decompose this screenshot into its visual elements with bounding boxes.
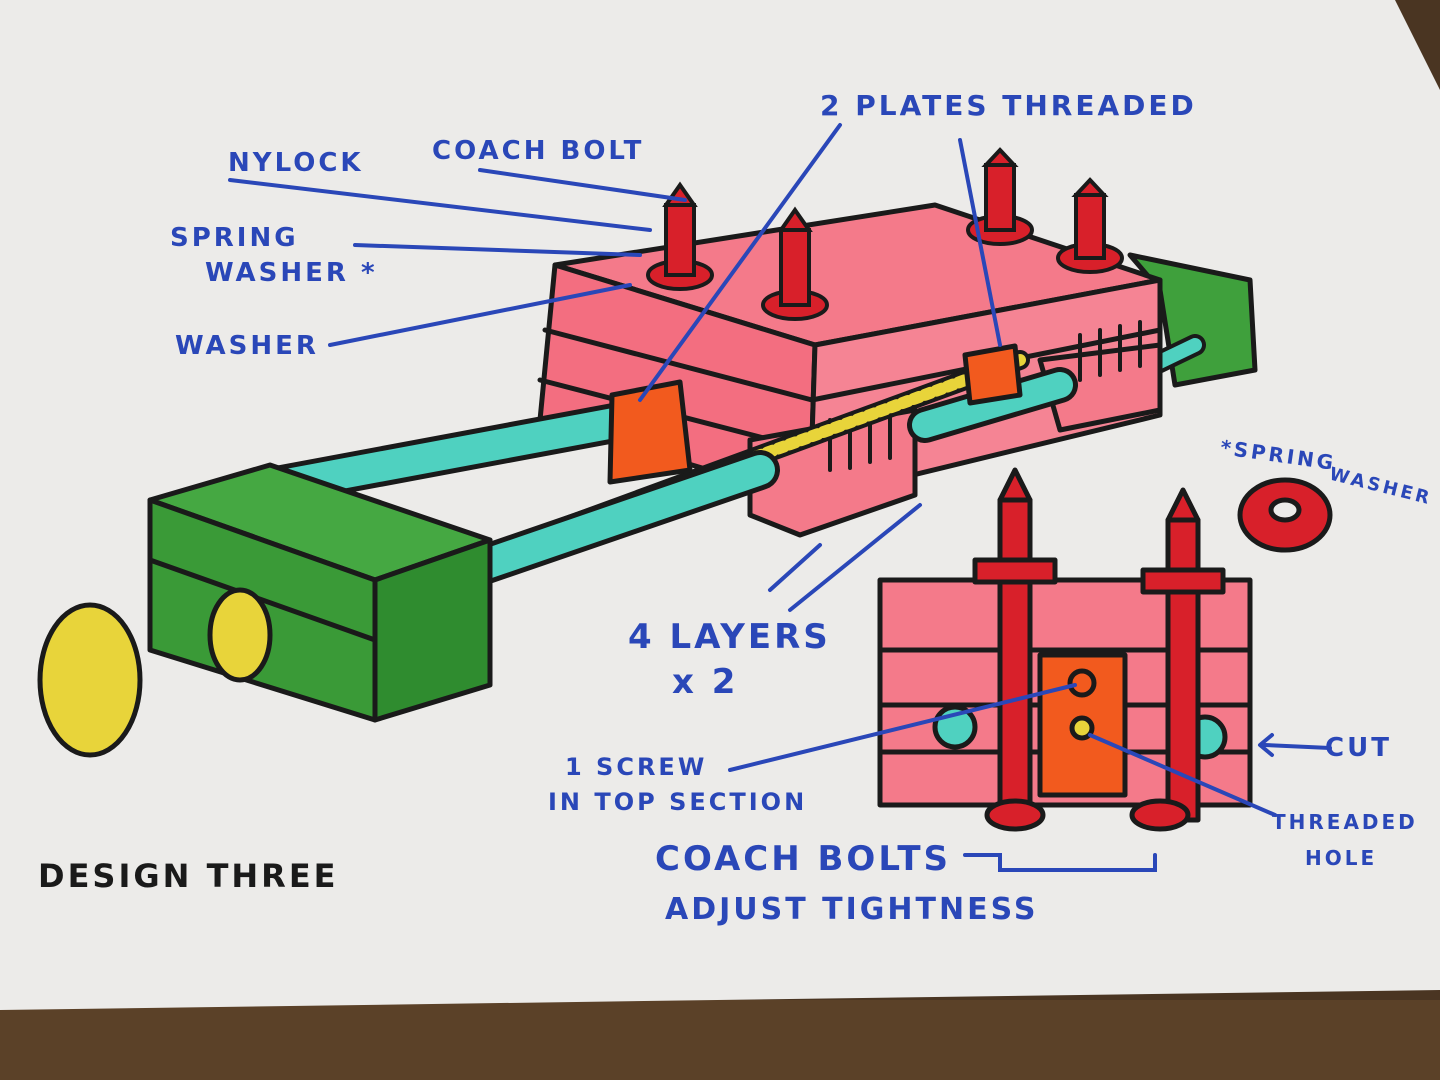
bolt-3: [966, 147, 1034, 246]
table-grain: [0, 1000, 1440, 1080]
front-view-threaded-hole: [1069, 715, 1095, 741]
orange-plate-front: [607, 379, 693, 485]
label-design-three: DESIGN THREE: [38, 857, 339, 895]
handle-wheel: [37, 602, 143, 758]
label-spring-washer-2: WASHER *: [205, 258, 378, 288]
label-coach-bolts: COACH BOLTS: [655, 839, 952, 879]
spring-washer-sketch: [1237, 477, 1333, 553]
label-nylock: NYLOCK: [228, 148, 364, 178]
leader-lines: [228, 123, 1332, 872]
label-four-layers-2: x 2: [672, 662, 739, 702]
label-cut: CUT: [1325, 733, 1392, 763]
handle-washer: [207, 587, 273, 683]
label-threaded-hole-1: THREADED: [1272, 810, 1418, 834]
label-four-layers-1: 4 LAYERS: [628, 617, 831, 657]
label-coach-bolt: COACH BOLT: [432, 136, 645, 166]
label-threaded-hole-2: HOLE: [1305, 846, 1378, 870]
front-view-screw: [1067, 668, 1097, 698]
label-spring-washer-1: SPRING: [170, 223, 299, 253]
label-two-plates-threaded: 2 PLATES THREADED: [820, 89, 1197, 122]
label-one-screw-1: 1 SCREW: [565, 753, 708, 781]
label-one-screw-2: IN TOP SECTION: [548, 788, 808, 816]
bolt-2: [761, 206, 829, 321]
front-view-bolts: [972, 467, 1226, 832]
orange-plate-rear: [962, 343, 1023, 406]
main-bolts: [646, 147, 1124, 321]
front-green-jaw-side: [372, 537, 493, 723]
bolt-4: [1056, 177, 1124, 274]
label-adjust-tightness: ADJUST TIGHTNESS: [665, 892, 1039, 927]
front-view: [877, 467, 1253, 832]
label-washer: WASHER: [175, 331, 319, 361]
